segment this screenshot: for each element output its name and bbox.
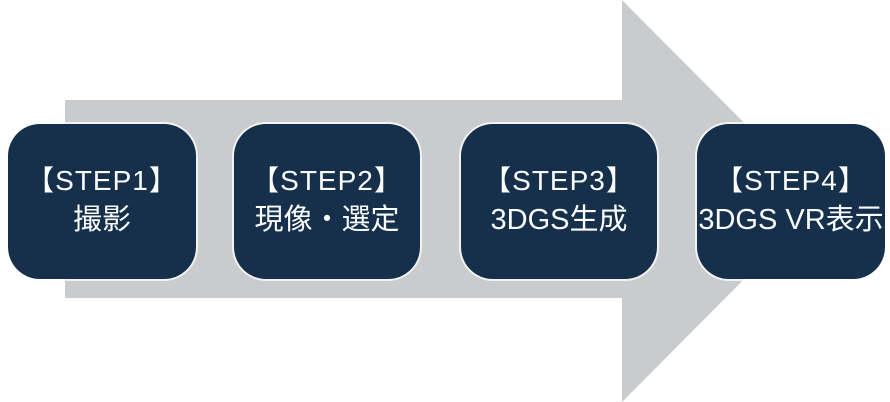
step-4-subtitle: 3DGS VR表示 (698, 204, 884, 237)
step-1-subtitle: 撮影 (72, 204, 131, 237)
step-2-title: 【STEP2】 (251, 165, 403, 197)
step-2-subtitle: 現像・選定 (254, 204, 400, 237)
step-box-3: 【STEP3】 3DGS生成 (461, 124, 657, 279)
step-box-4: 【STEP4】 3DGS VR表示 (697, 124, 885, 279)
step-1-title: 【STEP1】 (26, 165, 178, 197)
step-3-title: 【STEP3】 (483, 165, 635, 197)
step-box-2: 【STEP2】 現像・選定 (234, 124, 420, 279)
step-box-1: 【STEP1】 撮影 (8, 124, 196, 279)
arrow-shape (65, 0, 822, 402)
step-4-title: 【STEP4】 (715, 165, 867, 197)
step-3-subtitle: 3DGS生成 (490, 204, 628, 237)
